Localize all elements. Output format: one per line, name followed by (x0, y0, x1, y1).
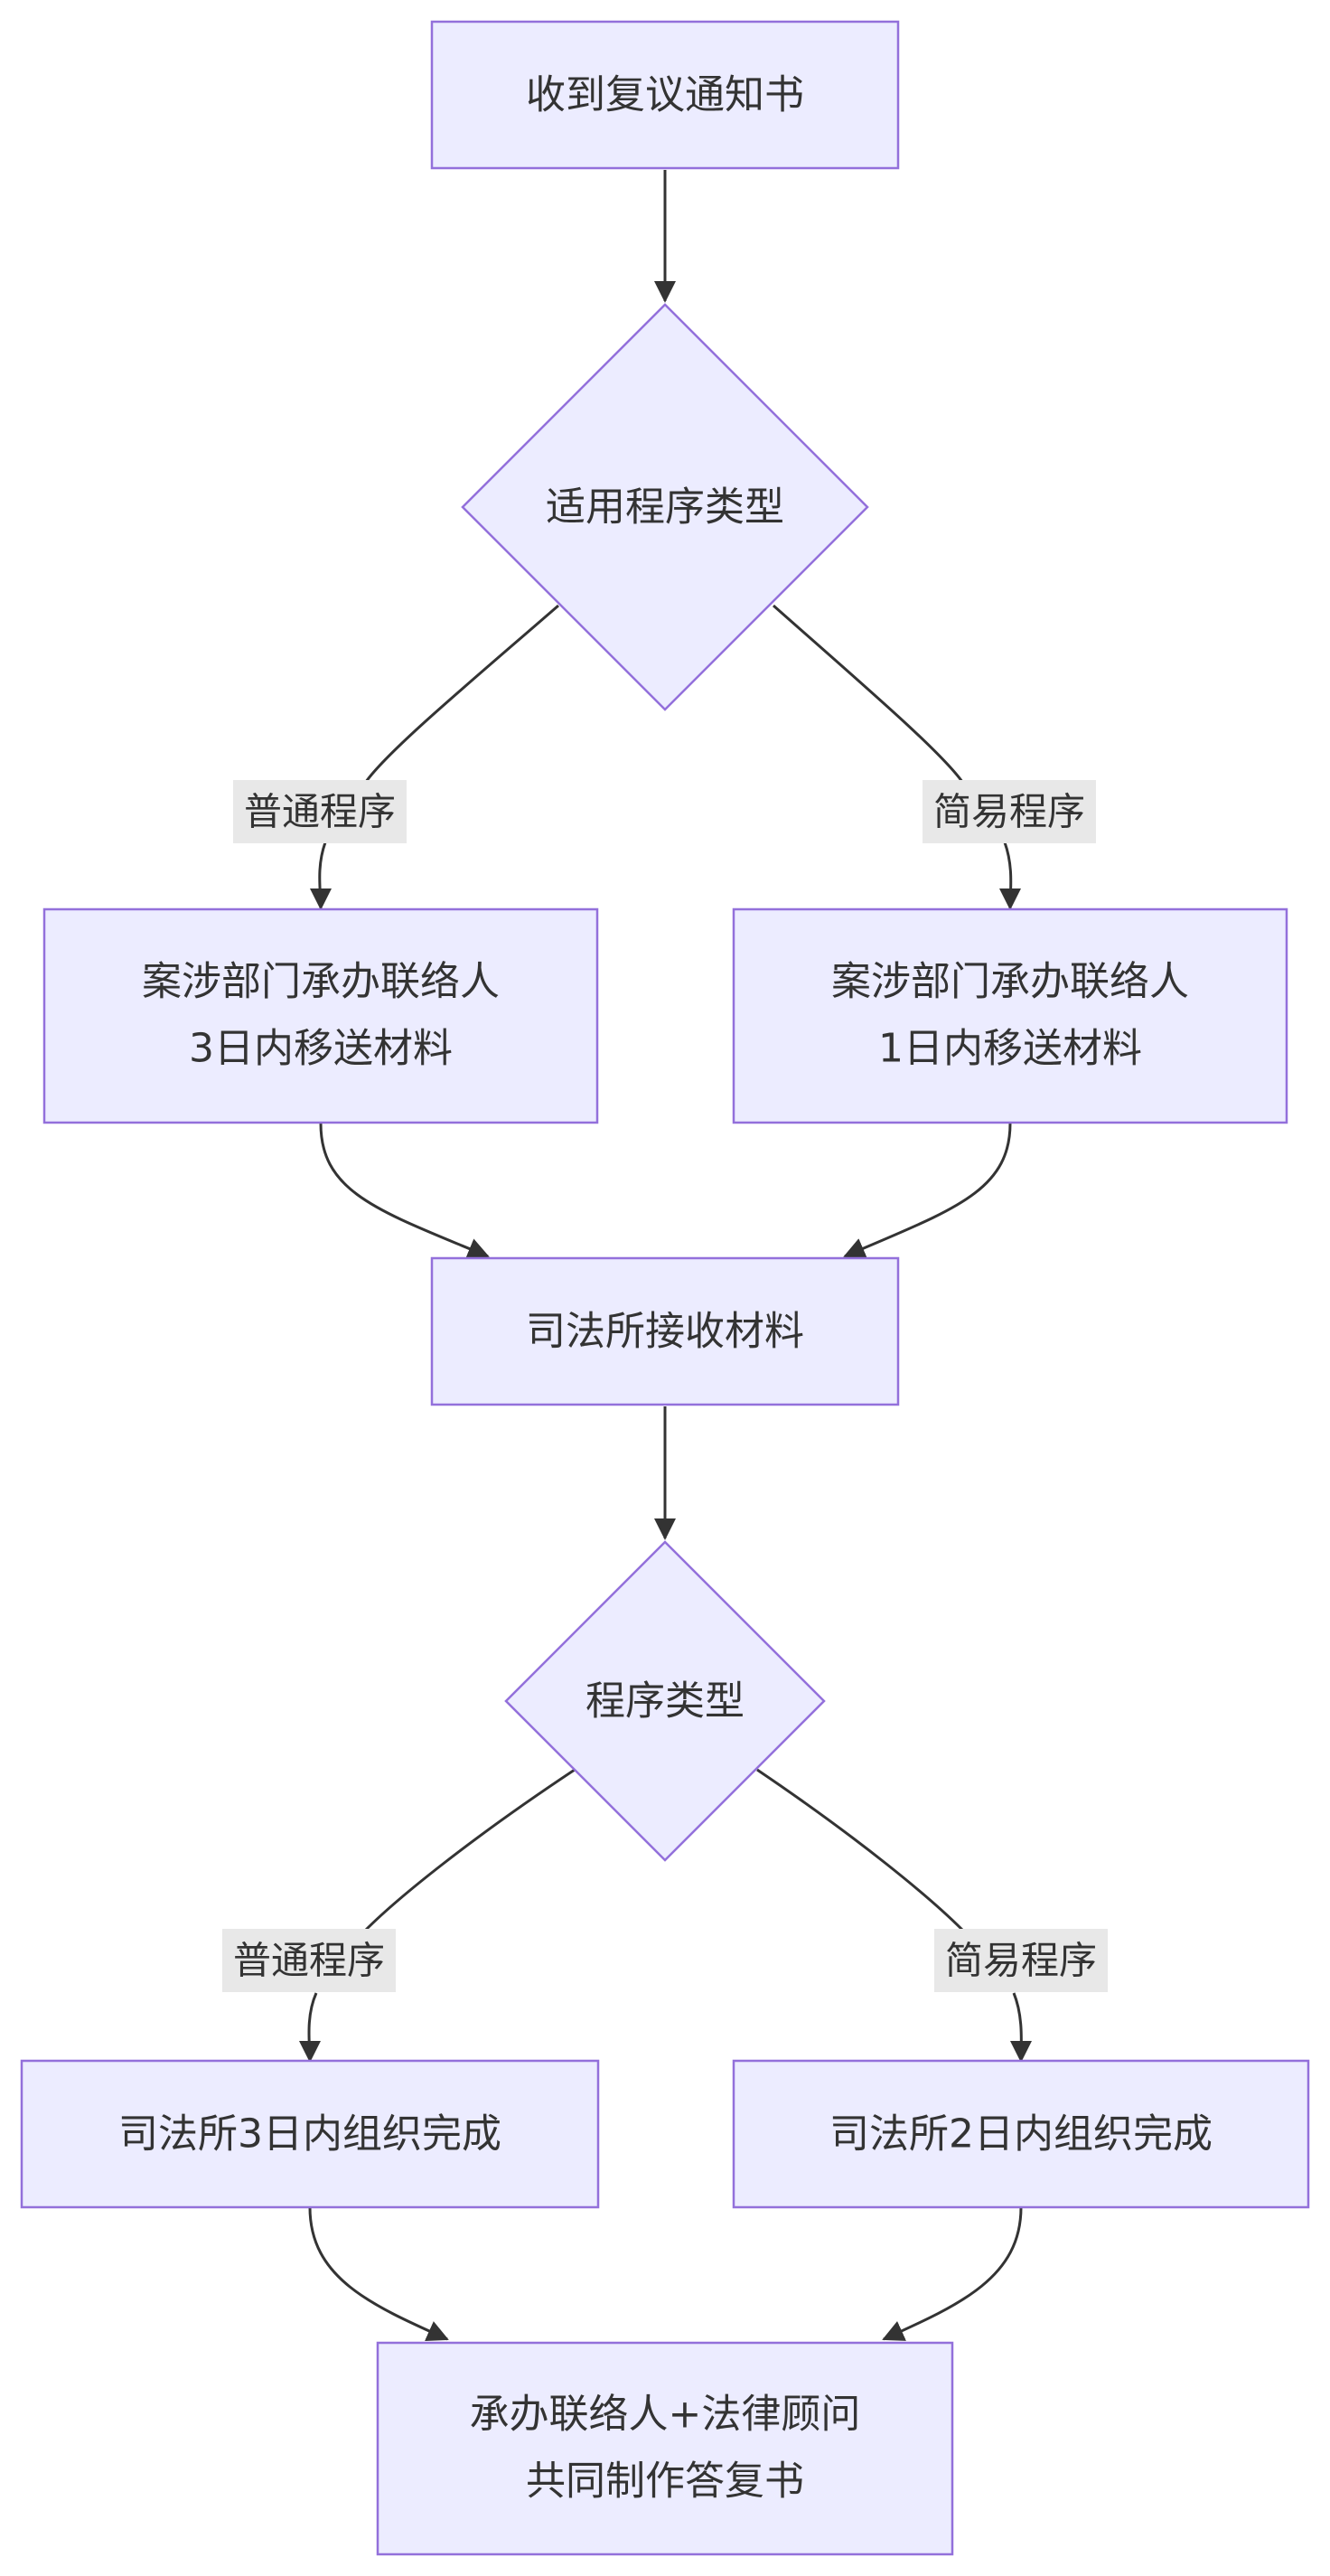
edge-label-ordinary-1: 普通程序 (233, 780, 407, 843)
node-office-ordinary: 司法所3日内组织完成 (20, 2059, 600, 2209)
node-procedure-decision: 适用程序类型 (461, 303, 869, 711)
edge-label-ordinary-to-dept (309, 841, 332, 910)
node-dept-simple-line1: 案涉部门承办联络人 (831, 959, 1189, 1005)
edge-label-ordinary-2: 普通程序 (222, 1929, 396, 1992)
edge-office-ordinary-to-final (308, 2206, 449, 2341)
edge-label-simple-1-text: 简易程序 (933, 790, 1085, 834)
edge-label-simple-2-bg (934, 1929, 1108, 1992)
edge-decision-to-dept-simple (773, 604, 964, 783)
node-procedure-decision-label: 适用程序类型 (546, 484, 784, 531)
edge-label-ordinary2-to-office (298, 1992, 321, 2063)
node-dept-simple-box (732, 907, 1288, 1124)
edge-dept-simple-to-receive (843, 1123, 1012, 1259)
node-dept-ordinary-line2: 3日内移送材料 (189, 1026, 453, 1072)
node-office-ordinary-label: 司法所3日内组织完成 (118, 2111, 501, 2158)
node-dept-ordinary: 案涉部门承办联络人 3日内移送材料 (42, 907, 599, 1124)
edge-label-ordinary-2-bg (222, 1929, 396, 1992)
node-final-reply-line1: 承办联络人+法律顾问 (470, 2392, 861, 2438)
node-dept-simple-line2: 1日内移送材料 (878, 1026, 1142, 1072)
edge-label-simple2-to-office (1010, 1992, 1033, 2063)
node-final-reply-box (376, 2341, 954, 2556)
node-dept-ordinary-box (42, 907, 599, 1124)
edge-label-ordinary-1-bg (233, 780, 407, 843)
node-receive-notice: 收到复议通知书 (430, 20, 900, 170)
node-receive-materials-label: 司法所接收材料 (526, 1309, 804, 1355)
edge-decision-to-dept-ordinary (364, 604, 559, 783)
edge-office-simple-to-final (882, 2206, 1023, 2341)
edge-label-simple-1-bg (923, 780, 1096, 843)
node-office-ordinary-box (20, 2059, 600, 2209)
edge-label-simple-2-text: 简易程序 (945, 1939, 1097, 1983)
edge-label-simple-1: 简易程序 (923, 780, 1096, 843)
edge-label-ordinary-1-text: 普通程序 (244, 790, 396, 834)
node-receive-notice-box (430, 20, 900, 170)
node-final-reply: 承办联络人+法律顾问 共同制作答复书 (376, 2341, 954, 2556)
edges (298, 170, 1033, 2341)
node-receive-materials-box (430, 1256, 900, 1406)
node-procedure-decision-2-label: 程序类型 (585, 1678, 745, 1725)
edge-label-simple-2: 简易程序 (934, 1929, 1108, 1992)
node-office-simple-box (732, 2059, 1310, 2209)
node-procedure-decision-2: 程序类型 (504, 1540, 826, 1862)
node-office-simple-label: 司法所2日内组织完成 (829, 2111, 1213, 2158)
node-receive-notice-label: 收到复议通知书 (526, 72, 804, 118)
edge-decision2-to-office-simple (756, 1768, 964, 1932)
edge-label-ordinary-2-text: 普通程序 (233, 1939, 385, 1983)
edge-label-simple-to-dept (999, 841, 1022, 910)
node-dept-ordinary-line1: 案涉部门承办联络人 (142, 959, 500, 1005)
node-receive-materials: 司法所接收材料 (430, 1256, 900, 1406)
edge-dept-ordinary-to-receive (319, 1123, 490, 1259)
node-dept-simple: 案涉部门承办联络人 1日内移送材料 (732, 907, 1288, 1124)
edge-decision2-to-office-ordinary (364, 1768, 576, 1932)
node-final-reply-line2: 共同制作答复书 (526, 2458, 804, 2505)
node-procedure-decision-shape (461, 303, 869, 711)
node-office-simple: 司法所2日内组织完成 (732, 2059, 1310, 2209)
node-procedure-decision-2-shape (504, 1540, 826, 1862)
